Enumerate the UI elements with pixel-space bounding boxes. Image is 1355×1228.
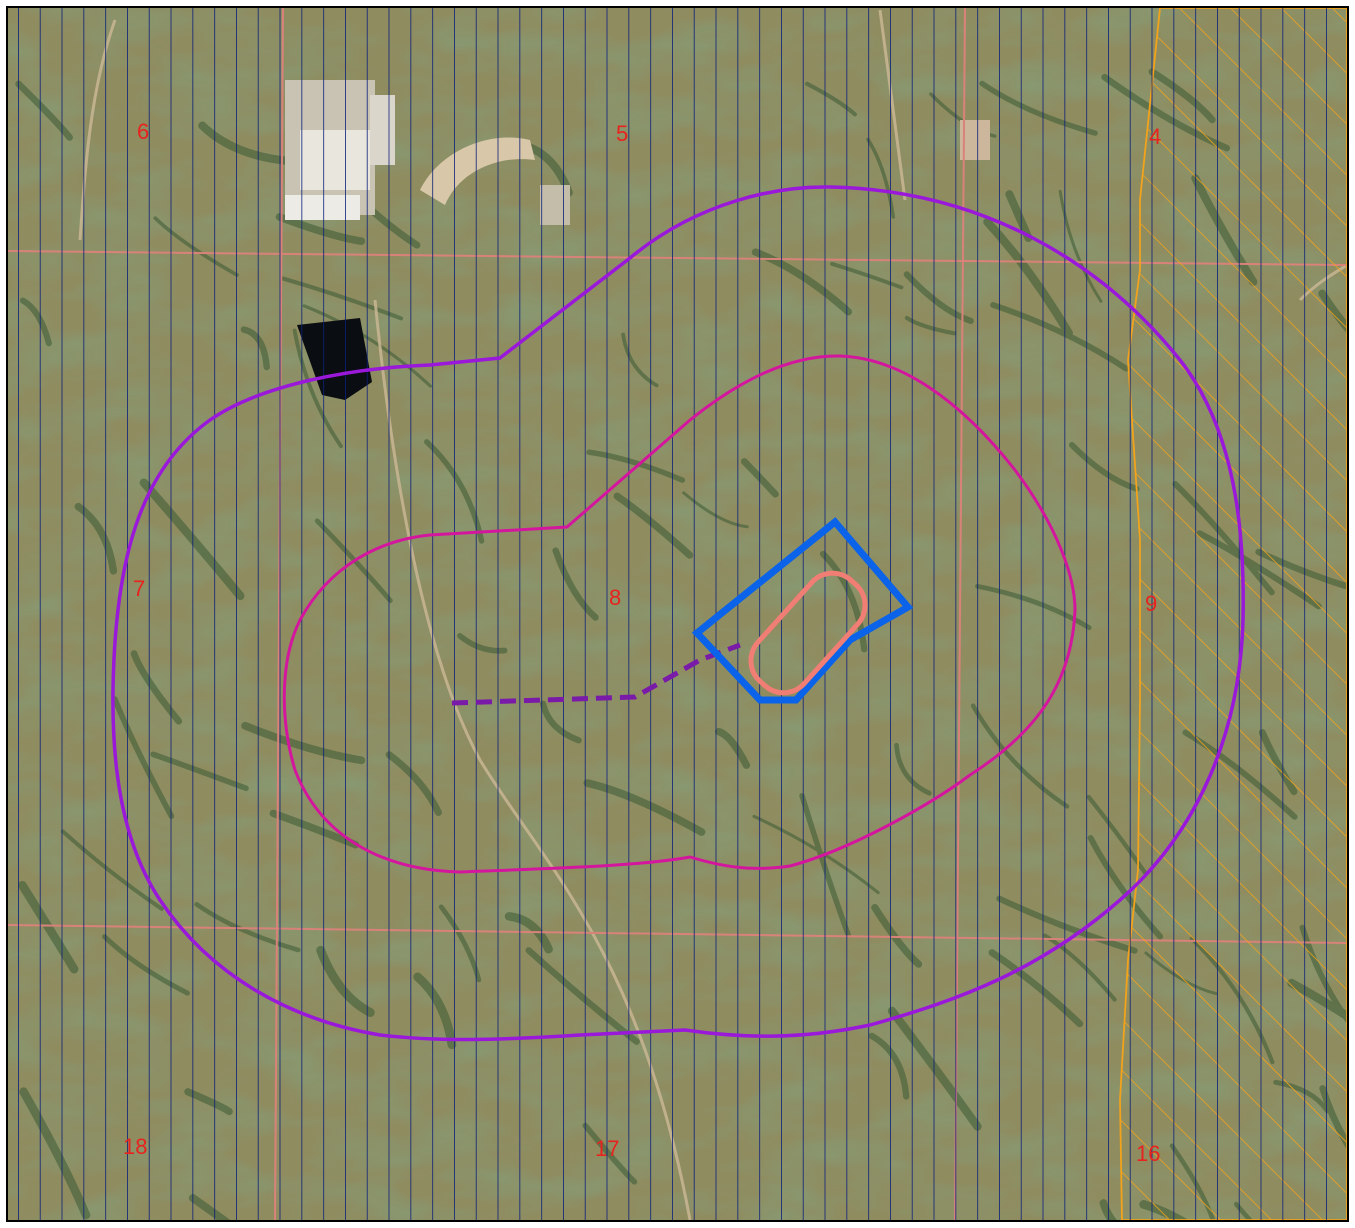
vertical-hatch-overlay: [8, 8, 1347, 1220]
section-label: 9: [1145, 591, 1157, 616]
section-label: 17: [595, 1136, 619, 1161]
disturbance-area: [748, 570, 868, 696]
outer-buffer: [111, 185, 1245, 1042]
section-label: 8: [609, 585, 621, 610]
inner-buffer: [282, 354, 1077, 874]
section-label: 6: [137, 119, 149, 144]
section-labels: 6 5 4 7 8 9 18 17 16: [123, 119, 1161, 1166]
section-label: 18: [123, 1134, 147, 1159]
section-label: 16: [1136, 1141, 1160, 1166]
section-label: 7: [133, 576, 145, 601]
map-border: [6, 6, 1349, 1222]
pad-boundary: [691, 517, 914, 704]
section-label: 4: [1149, 124, 1161, 149]
section-label: 5: [616, 121, 628, 146]
